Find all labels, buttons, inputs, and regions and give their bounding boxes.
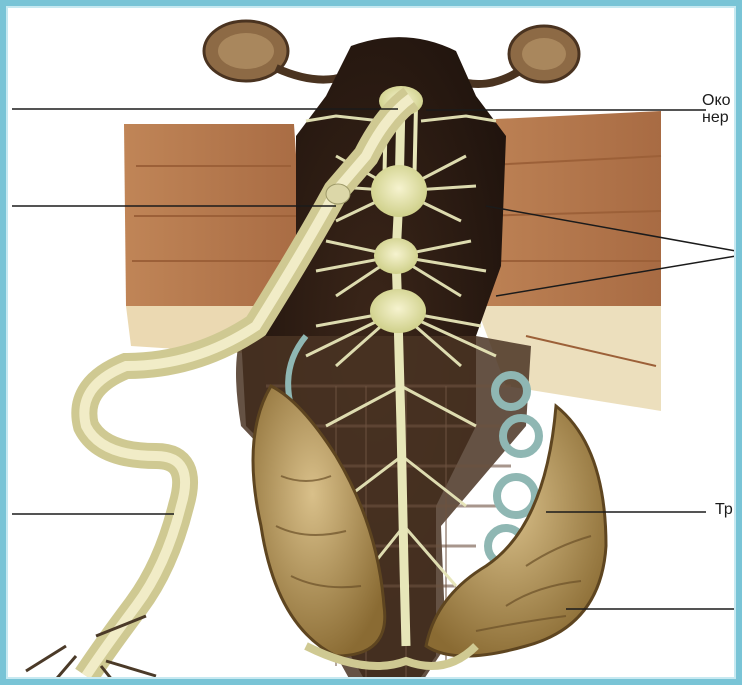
insect-illustration	[6, 6, 742, 685]
label-one: 1	[737, 600, 742, 616]
label-trachea: Тр	[715, 502, 733, 518]
label-eye-nerve-line1: Око	[702, 93, 731, 109]
thoracic-ganglion	[374, 238, 418, 274]
thoracic-ganglion	[371, 165, 427, 217]
thoracic-ganglion	[370, 289, 426, 333]
label-eye-nerve-line2: нер	[702, 110, 729, 126]
